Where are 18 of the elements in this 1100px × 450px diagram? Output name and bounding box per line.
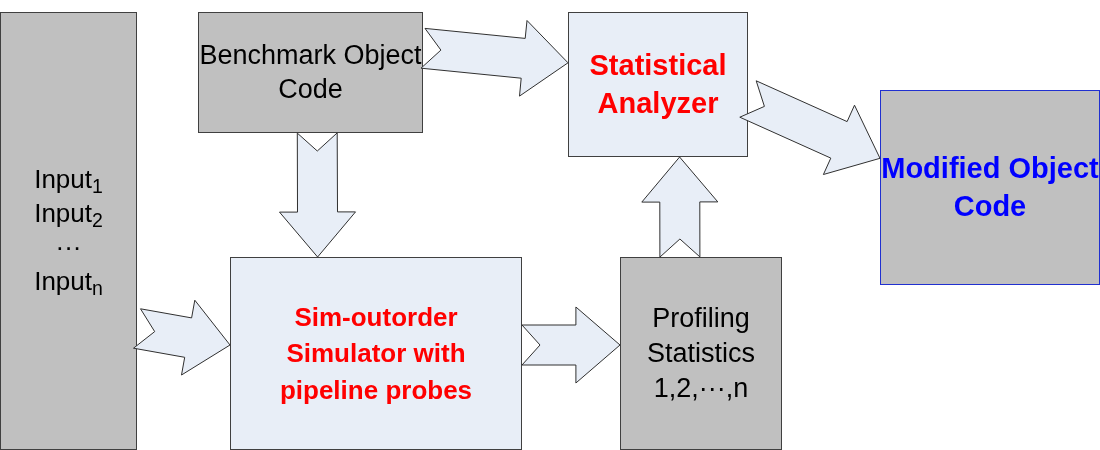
- node-label: Sim-outorder Simulator with pipeline probes: [278, 300, 474, 407]
- node-label: Statistical Analyzer: [588, 47, 728, 121]
- node-label: Modified Object Code: [881, 150, 1099, 224]
- block-arrow: [641, 156, 719, 258]
- block-arrow: [133, 299, 231, 376]
- block-arrow: [279, 132, 356, 258]
- process-box: [198, 12, 423, 133]
- simulator-box: [230, 257, 522, 450]
- input-column: [0, 12, 137, 450]
- process-box: [568, 12, 748, 157]
- block-arrow: [420, 20, 569, 97]
- block-arrow: [739, 80, 881, 175]
- node-label: Profiling Statistics 1,2,···,n: [646, 301, 756, 406]
- output-box: [880, 90, 1100, 285]
- block-arrow: [521, 306, 621, 384]
- node-label: Benchmark Object Code: [199, 38, 422, 106]
- node-label: Input$_{1}$ Input$_{2}$ ··· Input$_{n}$: [33, 163, 104, 299]
- process-box: [620, 257, 782, 450]
